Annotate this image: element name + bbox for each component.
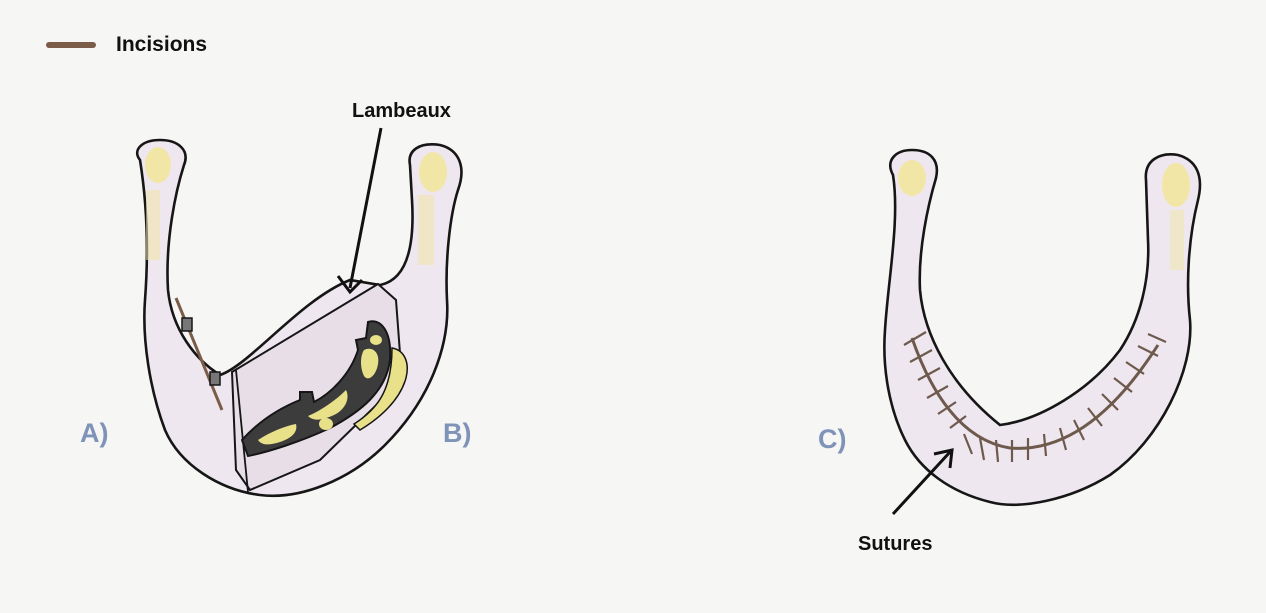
mandible-c <box>884 150 1200 514</box>
flaps-arrow <box>350 128 381 288</box>
incision-block-2 <box>210 372 220 385</box>
condyle-c-left <box>898 160 926 196</box>
sutures-label: Sutures <box>858 533 932 556</box>
implant-hole-2 <box>370 335 382 345</box>
panel-label-a: A) <box>80 418 109 449</box>
condyle-left <box>145 147 171 183</box>
ramus-c-right-shade <box>1170 210 1184 270</box>
flaps-label: Lambeaux <box>352 100 451 123</box>
condyle-c-right <box>1162 163 1190 207</box>
panel-label-b: B) <box>443 418 472 449</box>
mandible-c-outline <box>884 150 1200 505</box>
condyle-right <box>419 152 447 192</box>
incision-legend-swatch <box>46 42 96 48</box>
ramus-left-shade <box>146 190 160 260</box>
legend-label: Incisions <box>116 33 207 57</box>
incision-block-1 <box>182 318 192 331</box>
ramus-right-shade <box>418 195 434 265</box>
panel-label-c: C) <box>818 424 847 455</box>
implant-hole-1 <box>319 418 333 430</box>
mandible-ab <box>137 128 461 496</box>
